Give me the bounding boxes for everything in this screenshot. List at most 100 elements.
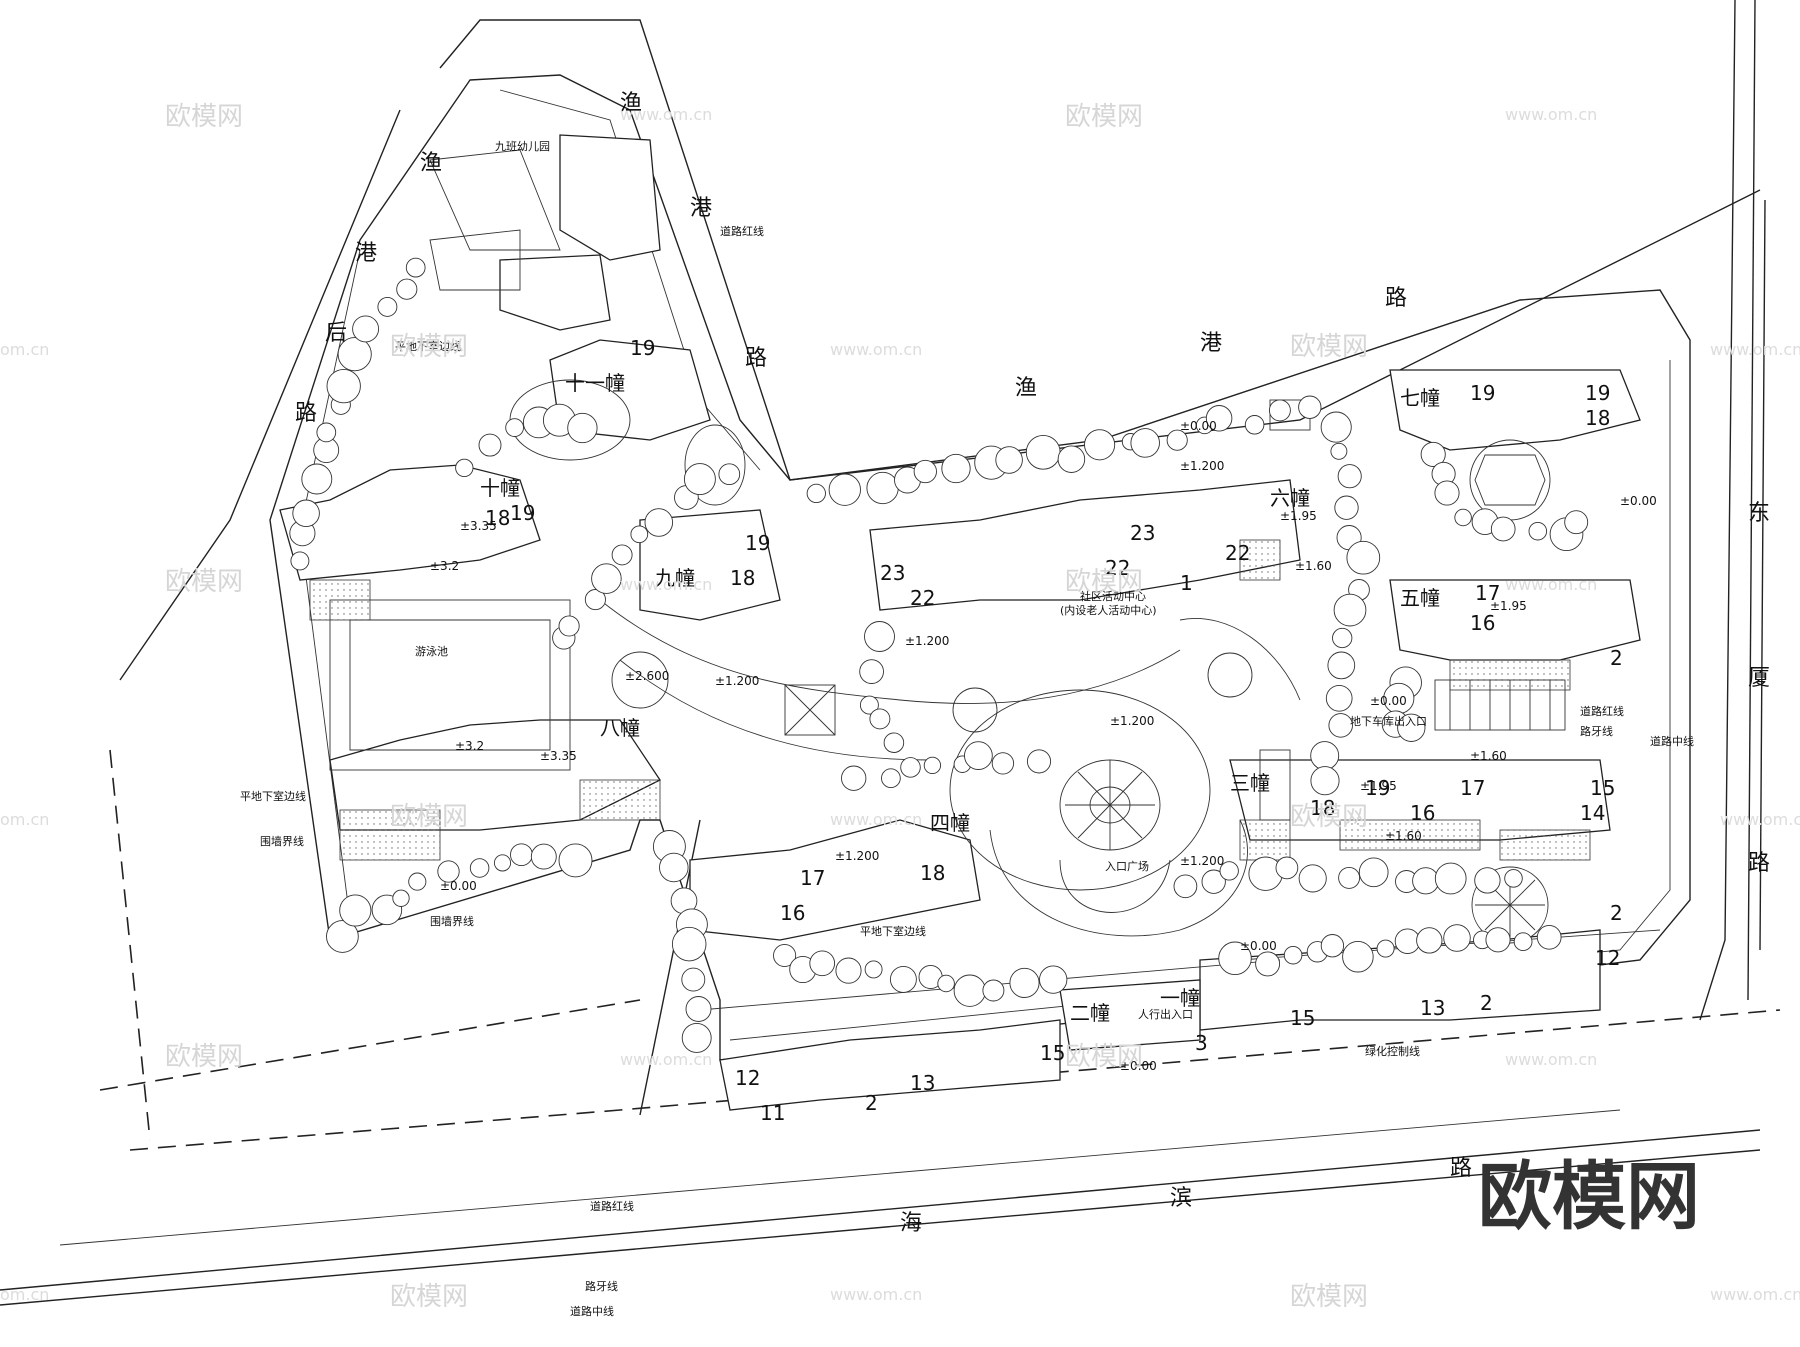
- elevation-label: ±0.00: [440, 879, 477, 893]
- elevation-label: ±1.60: [1385, 829, 1422, 843]
- note-label: 入口广场: [1105, 859, 1149, 873]
- unit-number: 17: [1475, 581, 1500, 605]
- watermark-url: www.om.cn: [1505, 1050, 1597, 1069]
- tree-symbol: [1320, 411, 1352, 443]
- watermark-logo: 欧模网: [1065, 567, 1143, 597]
- note-label: 道路中线: [1650, 734, 1694, 748]
- tree-symbol: [1320, 934, 1345, 958]
- building-name: 十一幢: [565, 371, 625, 395]
- elevation-label: ±3.35: [540, 749, 577, 763]
- tree-symbol: [1325, 684, 1353, 712]
- unit-number: 18: [1310, 796, 1335, 820]
- tree-symbol: [900, 757, 921, 778]
- tree-symbol: [1334, 495, 1359, 520]
- watermark-url: www.om.cn: [1505, 105, 1597, 124]
- tree-symbol: [1528, 521, 1548, 541]
- road-name-char: 渔: [420, 151, 442, 176]
- tree-symbol: [1490, 516, 1516, 542]
- tree-symbol: [881, 768, 901, 789]
- unit-number: 17: [800, 866, 825, 890]
- tree-symbol: [1346, 540, 1381, 575]
- tree-symbol: [864, 960, 883, 979]
- tree-symbol: [1337, 464, 1362, 489]
- unit-number: 15: [1290, 1006, 1315, 1030]
- tree-symbol: [1564, 510, 1589, 535]
- elevation-label: ±0.00: [1180, 419, 1217, 433]
- tree-symbol: [1026, 749, 1052, 774]
- tree-symbol: [681, 1022, 712, 1053]
- unit-number: 2: [1610, 901, 1623, 925]
- building-name: 四幢: [930, 811, 970, 835]
- tree-symbol: [883, 732, 905, 753]
- watermark-logo: 欧模网: [1065, 1042, 1143, 1072]
- tree-symbol: [995, 446, 1023, 474]
- road-name-char: 滨: [1170, 1186, 1192, 1211]
- elevation-label: ±1.200: [715, 674, 759, 688]
- road-name-char: 港: [690, 196, 712, 221]
- note-label: 平地下室边线: [395, 339, 461, 353]
- tree-symbol: [591, 563, 622, 594]
- note-label: 地下车库出入口: [1350, 714, 1427, 728]
- road-name-char: 路: [745, 346, 767, 371]
- tree-symbol: [869, 708, 891, 730]
- watermark-url: www.om.cn: [830, 810, 922, 829]
- tree-symbol: [326, 368, 361, 404]
- watermark-url: www.om.cn: [1505, 575, 1597, 594]
- elevation-label: ±0.00: [1620, 494, 1657, 508]
- note-label: 道路红线: [720, 224, 764, 238]
- road-name-char: 路: [295, 401, 317, 426]
- note-label: 平地下室边线: [860, 924, 926, 938]
- tree-symbol: [1536, 924, 1562, 950]
- watermarks: 欧模网 www.om.cn 欧模网 www.om.cn om.cn 欧模网 ww…: [0, 102, 1800, 1312]
- elevation-label: ±1.200: [1180, 459, 1224, 473]
- note-label: 道路红线: [1580, 704, 1624, 718]
- note-label: 人行出入口: [1138, 1007, 1193, 1021]
- tree-symbol: [1420, 441, 1446, 467]
- unit-number: 2: [1480, 991, 1493, 1015]
- unit-number: 17: [1460, 776, 1485, 800]
- watermark-url: www.om.cn: [1720, 810, 1800, 829]
- tree-symbol: [1328, 713, 1353, 738]
- tree-symbol: [1268, 399, 1291, 422]
- small-annotations: 九班幼儿园 游泳池 入口广场 社区活动中心 (内设老人活动中心) 平地下室边线 …: [240, 140, 1694, 1318]
- tree-symbol: [630, 525, 649, 544]
- tree-symbol: [1485, 927, 1511, 953]
- elevation-label: ±1.200: [1180, 854, 1224, 868]
- tree-symbol: [1283, 945, 1303, 965]
- tree-symbol: [1332, 627, 1353, 649]
- watermark-logo: 欧模网: [390, 332, 468, 362]
- watermark-logo: 欧模网: [165, 102, 243, 132]
- unit-number: 16: [1410, 801, 1435, 825]
- unit-number: 2: [865, 1091, 878, 1115]
- unit-number: 12: [735, 1066, 760, 1090]
- tree-symbol: [1358, 857, 1389, 888]
- tree-symbol: [1443, 924, 1471, 952]
- road-name-char: 海: [900, 1211, 922, 1236]
- building-outlines: [279, 134, 1641, 1111]
- tree-symbol: [339, 894, 372, 927]
- unit-number: 19: [1470, 381, 1495, 405]
- tree-symbol: [806, 483, 826, 504]
- elevation-label: ±1.95: [1360, 779, 1397, 793]
- tree-symbol: [1025, 434, 1061, 470]
- unit-number: 18: [485, 506, 510, 530]
- building-name: 六幢: [1270, 486, 1310, 510]
- road-name-char: 渔: [1015, 376, 1037, 401]
- unit-number: 1: [1180, 571, 1193, 595]
- tree-symbol: [1205, 405, 1233, 432]
- tree-symbol: [1434, 862, 1467, 895]
- watermark-url: www.om.cn: [830, 1285, 922, 1304]
- tree-symbol: [644, 508, 674, 537]
- tree-symbol: [1394, 928, 1421, 954]
- elevation-label: ±1.95: [1280, 509, 1317, 523]
- tree-symbol: [611, 544, 633, 566]
- tree-symbol: [377, 296, 398, 317]
- tree-symbol: [510, 843, 533, 867]
- tree-symbol: [681, 967, 706, 992]
- unit-number: 18: [920, 861, 945, 885]
- tree-symbol: [290, 551, 310, 571]
- unit-numbers: 23 23 22 22 22 19 19 19 19 19 19 18 18 1…: [485, 336, 1623, 1125]
- tree-symbol: [1513, 932, 1533, 952]
- unit-number: 3: [1195, 1031, 1208, 1055]
- elevation-label: ±1.200: [1110, 714, 1154, 728]
